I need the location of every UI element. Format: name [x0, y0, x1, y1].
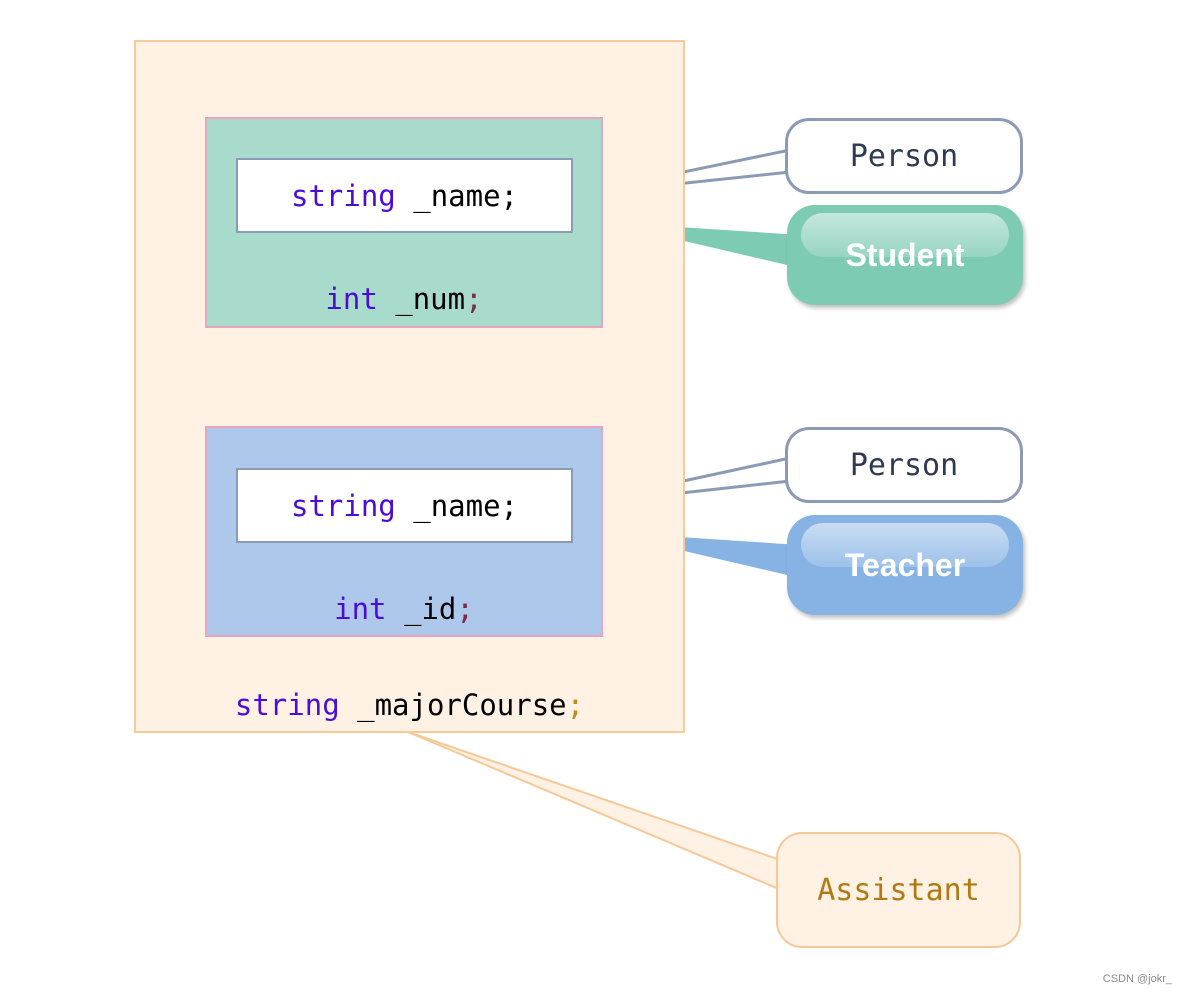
person-callout-student-label: Person [849, 138, 959, 174]
assistant-majorcourse-declaration: string _majorCourse; [134, 688, 685, 722]
assistant-majorcourse-semicolon: ; [566, 688, 585, 722]
person-callout-teacher: Person [785, 427, 1023, 503]
teacher-id-semicolon: ; [456, 592, 474, 626]
teacher-name-field: _name; [413, 488, 518, 523]
student-num-type: int [325, 282, 378, 316]
student-name-type: string [291, 178, 396, 213]
student-num-semicolon: ; [465, 282, 483, 316]
teacher-id-field: _id [404, 592, 457, 626]
person-callout-student: Person [785, 118, 1023, 194]
student-callout-label: Student [845, 236, 965, 273]
assistant-majorcourse-field: _majorCourse [357, 688, 567, 722]
assistant-pointer [407, 731, 787, 893]
teacher-name-type: string [291, 488, 396, 523]
assistant-callout: Assistant [776, 832, 1021, 948]
student-num-field: _num [395, 282, 466, 316]
teacher-callout-gloss [801, 523, 1009, 567]
watermark-credit: CSDN @jokr_ [1102, 973, 1172, 985]
teacher-callout: Teacher [787, 515, 1023, 615]
teacher-callout-label: Teacher [844, 546, 966, 583]
assistant-majorcourse-type: string [234, 688, 340, 722]
student-callout-gloss [801, 213, 1009, 257]
student-name-declaration: string _name; [291, 179, 518, 213]
student-person-name-box: string _name; [236, 158, 573, 233]
assistant-callout-label: Assistant [817, 872, 980, 908]
teacher-id-declaration: int _id; [205, 592, 603, 626]
student-name-field: _name; [413, 178, 518, 213]
teacher-person-name-box: string _name; [236, 468, 573, 543]
teacher-name-declaration: string _name; [291, 489, 518, 523]
teacher-id-type: int [334, 592, 387, 626]
student-callout: Student [787, 205, 1023, 305]
person-callout-teacher-label: Person [849, 447, 959, 483]
student-num-declaration: int _num; [205, 282, 603, 316]
